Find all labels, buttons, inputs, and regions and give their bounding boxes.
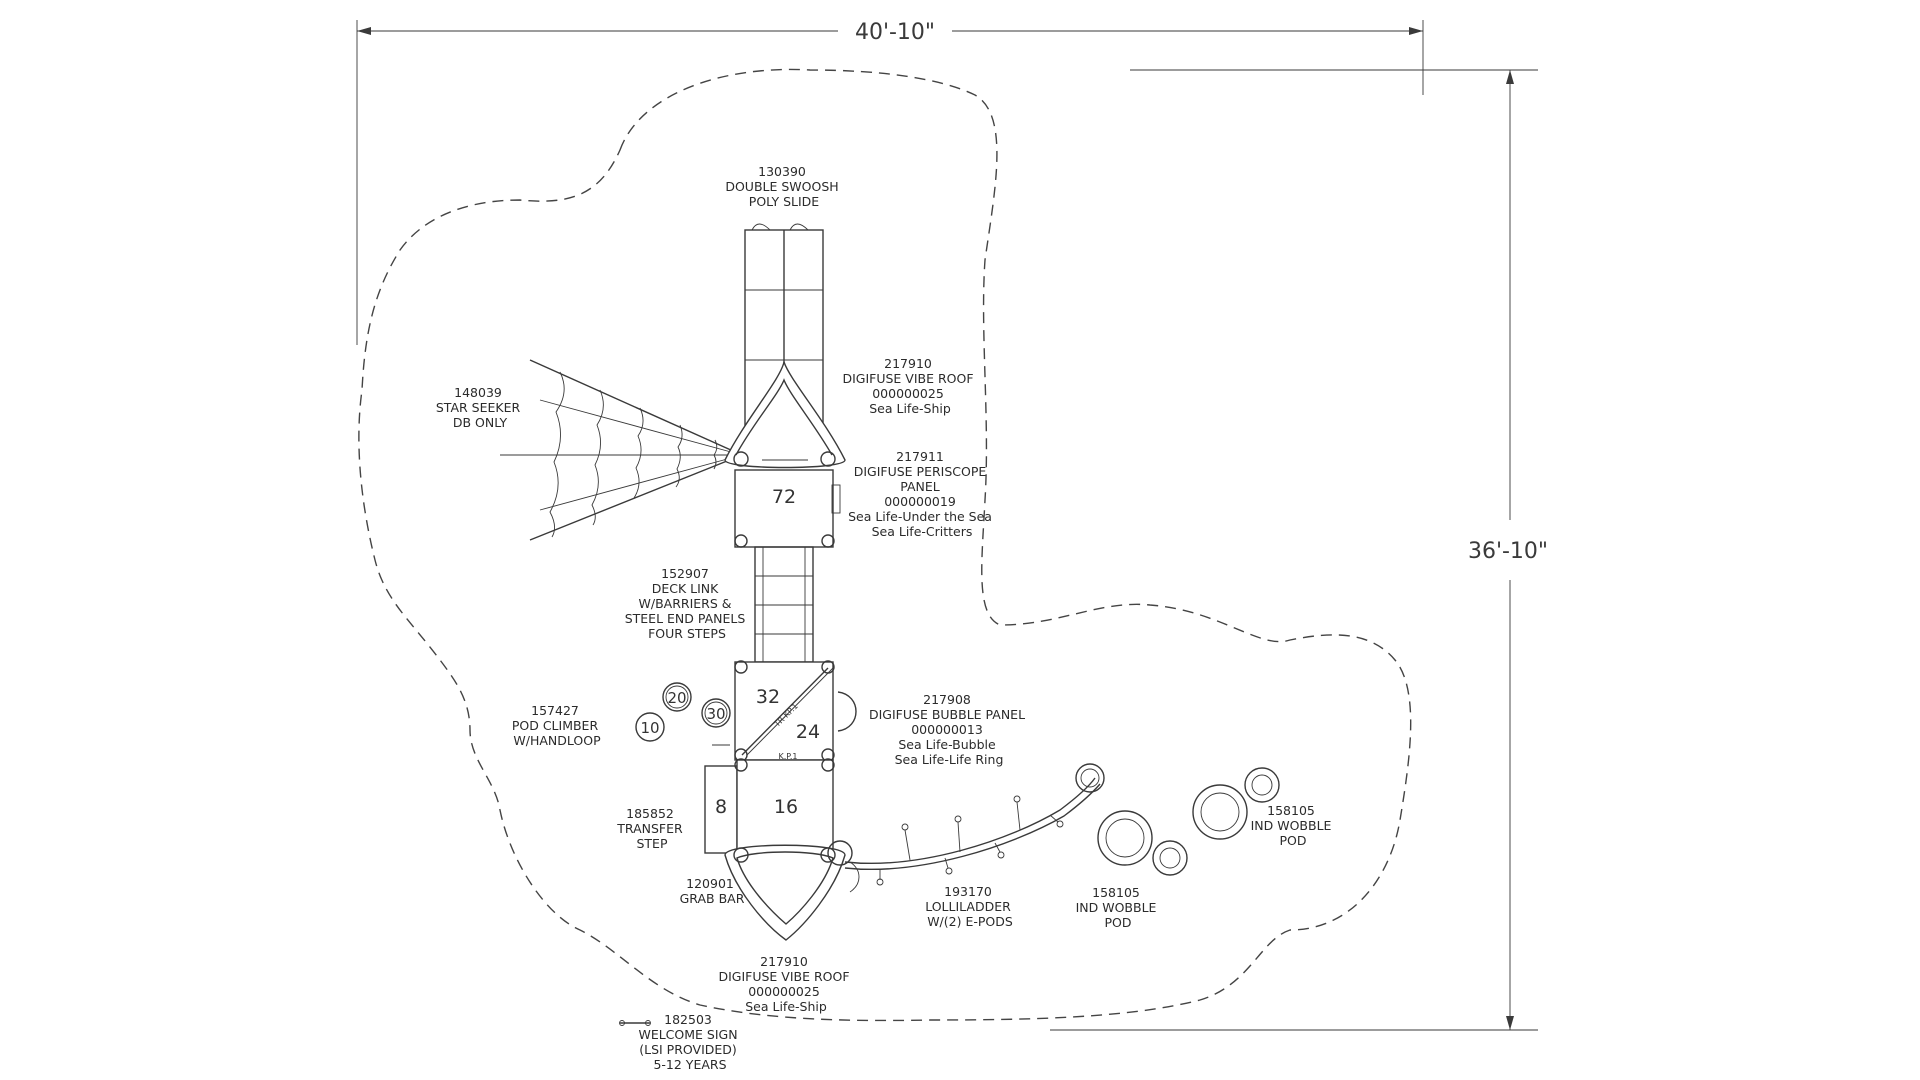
wobble-pod-right <box>1192 767 1280 840</box>
label-grab-bar: 120901 GRAB BAR <box>680 876 745 906</box>
height-dimension: 36'-10" <box>1050 69 1548 1031</box>
deck-link-steps <box>754 546 814 663</box>
label-lolliladder: 193170 LOLLILADDER W/(2) E-PODS <box>925 884 1015 929</box>
deck-72-number: 72 <box>772 486 796 508</box>
label-star-seeker: 148039 STAR SEEKER DB ONLY <box>436 385 524 430</box>
label-welcome-sign: 182503 WELCOME SIGN (LSI PROVIDED) 5-12 … <box>638 1012 741 1072</box>
label-periscope-panel: 217911 DIGIFUSE PERISCOPE PANEL 00000001… <box>848 449 996 539</box>
wobble-pod-center <box>1097 810 1188 876</box>
label-vibe-roof-top: 217910 DIGIFUSE VIBE ROOF 000000025 Sea … <box>842 356 977 416</box>
deck-24-number: 24 <box>796 721 820 743</box>
width-dimension: 40'-10" <box>356 20 1424 345</box>
welcome-sign-marker <box>619 1020 651 1026</box>
pod-number-30: 30 <box>706 705 725 723</box>
label-vibe-roof-bottom: 217910 DIGIFUSE VIBE ROOF 000000025 Sea … <box>718 954 853 1014</box>
star-seeker-web <box>500 359 743 541</box>
label-bubble-panel: 217908 DIGIFUSE BUBBLE PANEL 000000013 S… <box>869 692 1029 767</box>
upper-deck: 72 <box>724 359 846 548</box>
pod-climber: 20 30 10 <box>635 682 731 742</box>
safety-zone-outline <box>358 68 1412 1022</box>
lower-deck: 8 16 <box>704 758 835 854</box>
label-pod-climber: 157427 POD CLIMBER W/HANDLOOP <box>512 703 602 748</box>
width-label: 40'-10" <box>855 20 935 45</box>
label-double-swoosh-slide: 130390 DOUBLE SWOOSH POLY SLIDE <box>725 164 842 209</box>
middle-deck: 32 24 TR-KP.1 K.P.1 <box>712 660 857 762</box>
bottom-roof <box>724 840 860 941</box>
transfer-step-number: 8 <box>715 796 727 818</box>
kp-small-label: K.P.1 <box>779 752 798 761</box>
deck-16-number: 16 <box>774 796 798 818</box>
label-transfer-step: 185852 TRANSFER STEP <box>616 806 686 851</box>
label-wobble-pod-right: 158105 IND WOBBLE POD <box>1251 803 1336 848</box>
label-wobble-pod-center: 158105 IND WOBBLE POD <box>1076 885 1161 930</box>
deck-32-number: 32 <box>756 686 780 708</box>
lolliladder <box>844 763 1105 886</box>
pod-number-20: 20 <box>667 689 686 707</box>
label-deck-link: 152907 DECK LINK W/BARRIERS & STEEL END … <box>625 566 750 641</box>
height-label: 36'-10" <box>1468 539 1548 564</box>
pod-number-10: 10 <box>640 719 659 737</box>
